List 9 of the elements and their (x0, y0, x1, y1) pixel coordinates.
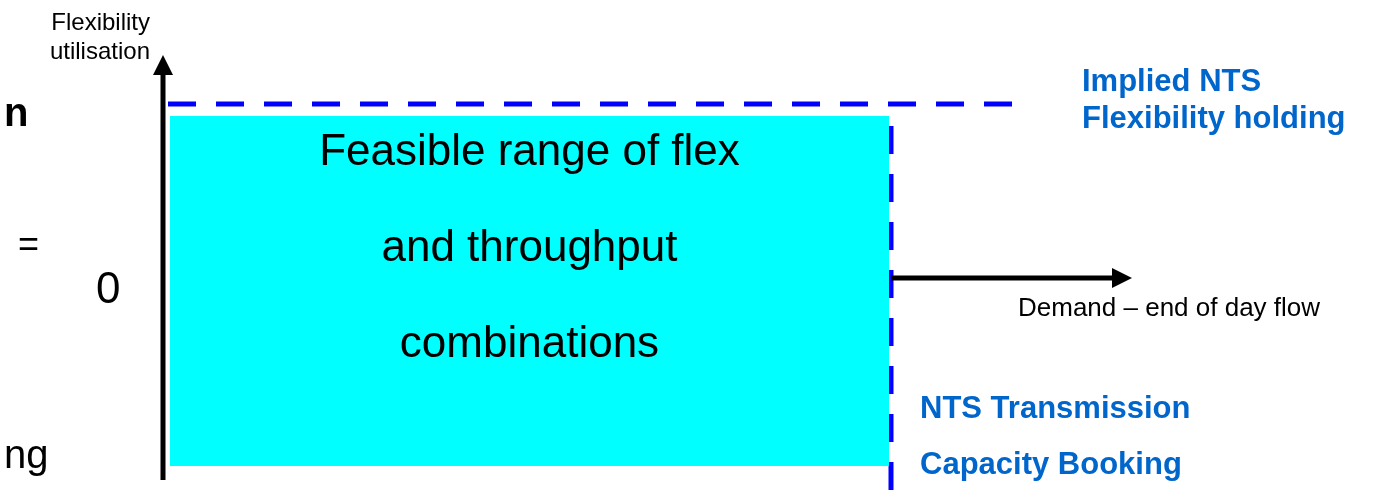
limit-label: Implied NTS Flexibility holding (1082, 62, 1347, 137)
cut-off-text: = (18, 222, 41, 266)
axis-tick-label: 0 (96, 262, 122, 314)
limit-label: NTS Transmission Capacity Booking (920, 389, 1192, 483)
cut-off-text: n (4, 89, 30, 136)
axis-title: Flexibility utilisation (48, 8, 150, 66)
feasible-range-area: Feasible range of flex and throughput combinations (170, 116, 889, 466)
cut-off-text: ng (4, 431, 50, 478)
axis-title: Demand – end of day flow (1018, 292, 1322, 324)
